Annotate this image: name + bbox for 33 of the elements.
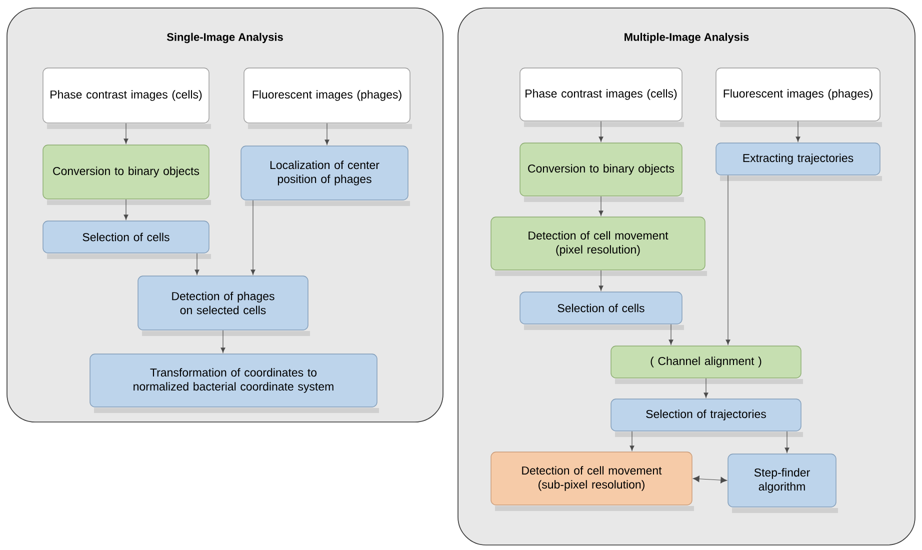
process-box: Selection of cells <box>42 220 210 254</box>
process-box: Conversion to binary objects <box>520 142 682 196</box>
arrow <box>124 199 128 220</box>
arrow <box>668 324 674 345</box>
arrow <box>220 330 226 353</box>
arrow <box>598 270 604 291</box>
input-box: Fluorescent images (phages) <box>716 68 880 122</box>
process-box: Selection of trajectories <box>610 398 802 432</box>
arrow <box>726 175 730 345</box>
process-box: Step-finder algorithm <box>728 454 836 508</box>
arrow <box>784 431 790 453</box>
process-box: Localization of center position of phages <box>240 146 408 200</box>
process-box: Transformation of coordinates to normalized bacterial coordinate system <box>90 354 378 408</box>
input-box: Fluorescent images (phages) <box>244 68 410 124</box>
arrow <box>250 200 256 275</box>
arrow <box>598 196 604 216</box>
arrow <box>796 121 800 142</box>
arrow <box>598 121 604 142</box>
arrow <box>630 431 634 451</box>
process-box: Conversion to binary objects <box>42 144 210 200</box>
input-box: Phase contrast images (cells) <box>520 68 682 122</box>
input-box: Phase contrast images (cells) <box>42 68 210 124</box>
process-box: ( Channel alignment ) <box>610 346 802 378</box>
arrow <box>693 476 727 484</box>
process-box: Detection of cell movement (sub-pixel resolution) <box>490 452 692 506</box>
arrow <box>124 123 128 144</box>
arrow <box>704 378 708 398</box>
arrow <box>194 253 200 275</box>
process-box: Extracting trajectories <box>716 142 880 176</box>
process-box: Selection of cells <box>520 292 682 324</box>
process-box: Detection of phages on selected cells <box>138 276 308 330</box>
process-box: Detection of cell movement (pixel resolution) <box>490 216 706 270</box>
arrow <box>324 123 330 145</box>
